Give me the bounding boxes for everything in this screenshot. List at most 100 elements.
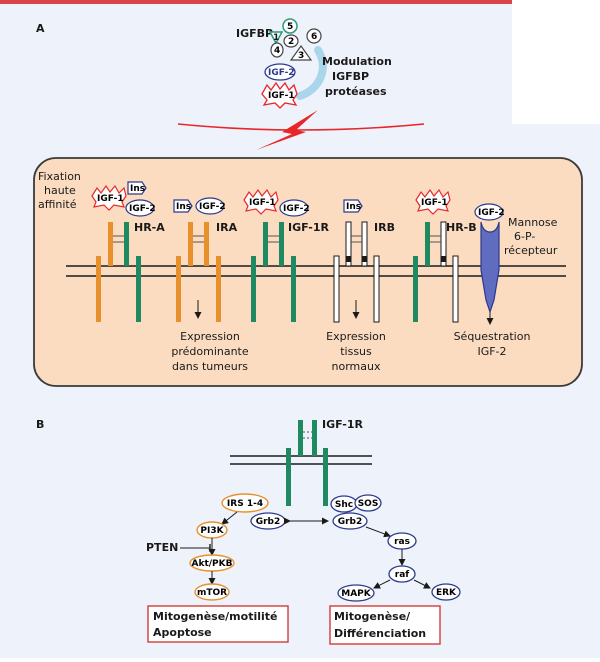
b-igf1r-lower-left (286, 448, 291, 506)
igfbp-2-label: 2 (288, 37, 294, 47)
top-rule (0, 0, 512, 4)
irs-shape (221, 493, 269, 513)
igfbp-label: IGFBP (236, 27, 273, 40)
igfbp-4-shape (270, 42, 284, 58)
modulation-arc (296, 46, 327, 100)
pi3k-label: PI3K (200, 526, 224, 536)
igf1r-upper-left (263, 222, 268, 266)
panel-b-letter: B (36, 418, 44, 431)
irb-lower-left (333, 255, 340, 323)
outcome-left-2: Apoptose (153, 626, 212, 639)
igf2-igf1r-shape (279, 199, 309, 217)
hrb-lower-left (413, 256, 418, 322)
erk-shape (431, 583, 461, 601)
b-receptor-label: IGF-1R (322, 418, 364, 431)
irb-exon-left (346, 256, 351, 262)
fixation-text-3: affinité (38, 198, 77, 211)
igf1-hrb-label: IGF-1 (421, 198, 448, 208)
expr-normal-1: Expression (326, 330, 386, 343)
ras-label: ras (394, 537, 410, 547)
igf2-top-label: IGF-2 (268, 68, 295, 78)
arrow-raf-mapk (373, 579, 391, 589)
mannose-text-2: 6-P- (514, 230, 535, 243)
receptor-label-irb: IRB (374, 221, 395, 234)
mapk-shape (337, 584, 375, 602)
outcome-left-1: Mitogenèse/motilité (153, 610, 278, 623)
receptor-label-hra: HR-A (134, 221, 165, 234)
expr-normal-2: tissus (340, 345, 372, 358)
outcome-left-box (147, 605, 289, 643)
erk-label: ERK (436, 588, 457, 598)
igfbp-6-shape (306, 28, 322, 44)
modulation-text-2: IGFBP (332, 70, 369, 83)
ira-lower-left (176, 256, 181, 322)
corner-blank (512, 0, 600, 124)
hrb-upper-right (440, 221, 447, 267)
raf-label: raf (395, 570, 410, 580)
irs-label: IRS 1-4 (227, 499, 263, 509)
igfbp-5-label: 5 (287, 22, 293, 32)
modulation-text-3: protéases (325, 85, 387, 98)
hrb-upper-left (425, 222, 430, 266)
igfbp-2-shape (283, 34, 299, 48)
hrb-exon (441, 256, 446, 262)
hra-upper-left (108, 222, 113, 266)
igf1-top-shape (261, 81, 298, 109)
mapk-label: MAPK (341, 589, 372, 599)
igfbp-5-shape (282, 18, 298, 34)
b-igf1r-upper-right (312, 420, 317, 456)
igf1-igf1r-label: IGF-1 (249, 198, 276, 208)
grb2-right-shape (332, 512, 368, 530)
pten-label: PTEN (146, 541, 178, 554)
hrb-lower-right (452, 255, 459, 323)
grb2-left-label: Grb2 (256, 517, 281, 527)
sos-shape (354, 494, 382, 512)
ins-ira-label: Ins (176, 202, 191, 212)
igf1-hra-shape (91, 184, 127, 211)
hra-lower-left (96, 256, 101, 322)
ins-irb-label: Ins (346, 202, 361, 212)
arrow-grb2-ras (365, 526, 391, 538)
igf2-m6p-label: IGF-2 (478, 208, 505, 218)
igfbp-3-label: 3 (298, 51, 304, 61)
outcome-right-2: Différenciation (334, 627, 426, 640)
igf1r-lower-left (251, 256, 256, 322)
igf1-hrb-shape (415, 188, 451, 215)
ins-irb-shape (343, 199, 363, 213)
receptor-label-igf1r: IGF-1R (288, 221, 330, 234)
b-igf1r-upper-left (298, 420, 303, 456)
sequestration-1: Séquestration (454, 330, 531, 343)
ins-hra-label: Ins (130, 184, 145, 194)
igf2-hra-shape (125, 199, 155, 217)
igfbp-1-label: 1 (273, 33, 279, 43)
irb-exon-right (362, 256, 367, 262)
receptor-label-ira: IRA (216, 221, 238, 234)
irb-upper-left (345, 221, 352, 267)
sos-label: SOS (358, 499, 379, 509)
igf2-igf1r-label: IGF-2 (283, 204, 310, 214)
hra-lower-right (136, 256, 141, 322)
outcome-right-1: Mitogenèse/ (334, 610, 411, 623)
igfbp-4-label: 4 (274, 46, 280, 56)
igf1-hra-label: IGF-1 (97, 194, 124, 204)
expr-tumour-2: prédominante (171, 345, 249, 358)
mtor-shape (194, 583, 230, 601)
b-igf1r-lower-right (323, 448, 328, 506)
outcome-right-box (329, 605, 441, 645)
igf2-hra-label: IGF-2 (129, 204, 156, 214)
igf2-m6p-shape (474, 203, 504, 221)
ira-upper-left (188, 222, 193, 266)
ins-ira-shape (173, 199, 193, 213)
ins-hra-shape (127, 181, 147, 195)
lightning-bolt (256, 110, 318, 150)
igf1r-lower-right (291, 256, 296, 322)
panel-a-letter: A (36, 22, 45, 35)
mannose-text-3: récepteur (504, 244, 558, 257)
igfbp-1-shape (268, 31, 284, 45)
sequestration-2: IGF-2 (477, 345, 506, 358)
akt-label: Akt/PKB (192, 559, 233, 569)
igf1-igf1r-shape (243, 188, 279, 215)
mtor-label: mTOR (197, 588, 227, 598)
